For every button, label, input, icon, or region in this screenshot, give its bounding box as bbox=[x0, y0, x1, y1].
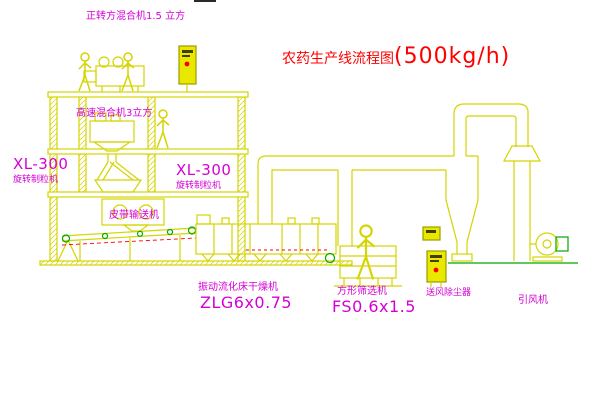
fluid-bed-dryer bbox=[195, 214, 337, 264]
label-top-mixer: 正转方混合机1.5 立方 bbox=[86, 11, 186, 22]
column bbox=[237, 96, 246, 262]
column bbox=[78, 153, 87, 193]
high-speed-mixer bbox=[89, 112, 135, 162]
diagram-title: 农药生产线流程图 (500kg/h) bbox=[282, 44, 510, 69]
operator-figure bbox=[356, 224, 376, 281]
horizontal-mixer bbox=[83, 56, 145, 92]
label-dust-collector: 送风除尘器 bbox=[426, 288, 472, 298]
operator-figure bbox=[156, 109, 170, 149]
operator-figure bbox=[78, 52, 92, 92]
label-sifter-model: FS0.6x1.5 bbox=[332, 297, 416, 316]
ground-line bbox=[39, 260, 353, 266]
label-center-granulator-model: XL-300 bbox=[176, 161, 232, 179]
outlet-pipe bbox=[453, 103, 529, 156]
cyclone-separator bbox=[445, 155, 479, 262]
red-centerline bbox=[61, 237, 197, 246]
column bbox=[147, 96, 156, 150]
label-center-granulator-name: 旋转制粒机 bbox=[176, 181, 222, 191]
fan-motor bbox=[555, 236, 569, 252]
diagram-title-text: 农药生产线流程图 bbox=[282, 51, 394, 67]
indicator-light bbox=[184, 61, 190, 67]
label-sifter-name: 方形筛选机 bbox=[337, 286, 387, 297]
control-cabinet-upper bbox=[178, 45, 197, 92]
column bbox=[78, 96, 87, 150]
building-frame bbox=[39, 91, 353, 266]
label-belt-conveyor: 皮带输送机 bbox=[109, 210, 159, 221]
conveyor-rollers bbox=[61, 226, 197, 243]
label-dryer-name: 振动流化床干燥机 bbox=[198, 282, 278, 293]
label-left-granulator-model: XL-300 bbox=[13, 155, 69, 173]
floor-slab bbox=[47, 148, 249, 155]
indicator-light bbox=[433, 267, 439, 273]
label-dryer-model: ZLG6x0.75 bbox=[200, 293, 293, 312]
induced-draft-fan bbox=[530, 232, 569, 262]
label-induced-draft-fan: 引风机 bbox=[518, 295, 548, 306]
control-cabinet-lower bbox=[422, 226, 447, 287]
floor-slab bbox=[47, 91, 249, 98]
vibration-springs bbox=[201, 253, 319, 262]
granulator-hopper bbox=[93, 179, 143, 193]
label-left-granulator-name: 旋转制粒机 bbox=[13, 175, 59, 185]
diagram-title-capacity: (500kg/h) bbox=[394, 44, 511, 69]
floor-slab bbox=[47, 191, 249, 198]
vibration-motor bbox=[324, 252, 336, 264]
top-edge-mark bbox=[194, 0, 216, 2]
y-feed-duct bbox=[96, 161, 140, 181]
exhaust-duct bbox=[257, 155, 446, 246]
belt-conveyor bbox=[57, 226, 197, 262]
operator-figure bbox=[121, 52, 135, 92]
column bbox=[147, 153, 156, 193]
label-high-speed-mixer: 高速混合机3立方 bbox=[76, 108, 153, 119]
